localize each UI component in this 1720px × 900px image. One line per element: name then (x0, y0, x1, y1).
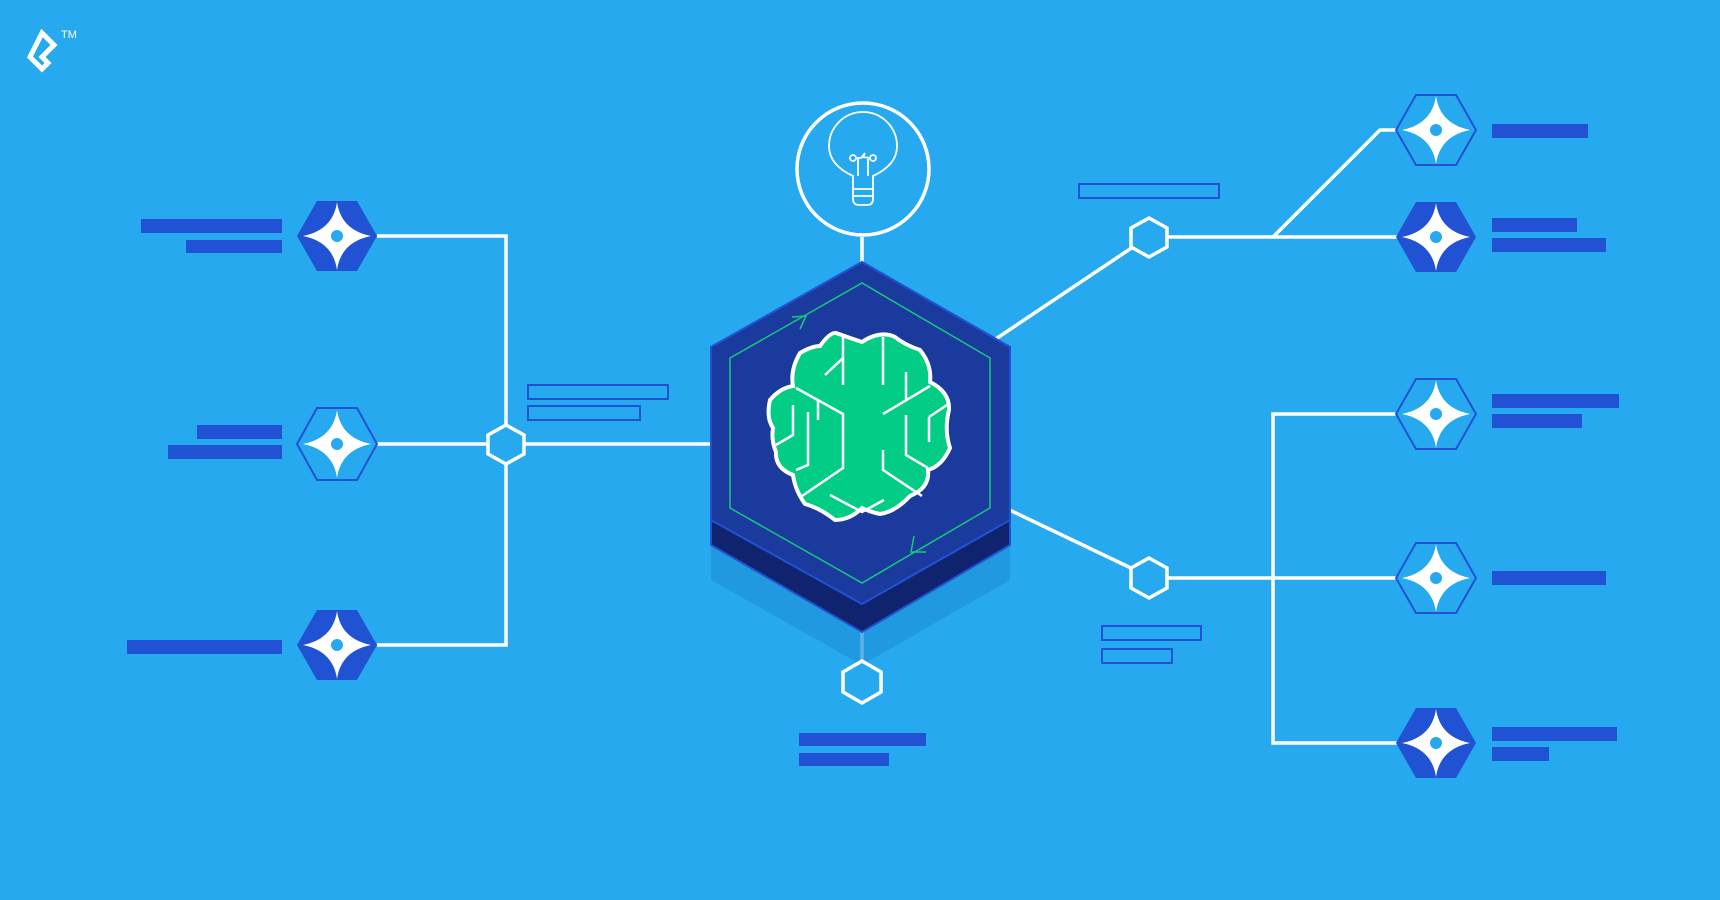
junction-hex-upper-right (1129, 215, 1169, 260)
toptal-logo (26, 28, 58, 73)
placeholder-text-bars (127, 124, 1619, 766)
left-node-1[interactable] (297, 201, 377, 271)
left-node-2[interactable] (295, 407, 379, 481)
cycle-arrow-icon (791, 315, 808, 330)
placeholder-outline-bars (527, 183, 1220, 664)
right-node-1[interactable] (1394, 94, 1478, 166)
trademark-label: TM (61, 29, 77, 41)
junction-hex-bottom (841, 658, 883, 706)
left-node-3[interactable] (297, 610, 377, 680)
brain-icon (766, 330, 953, 523)
junction-hex-left (486, 422, 526, 467)
junction-nodes (486, 215, 1169, 706)
right-node-4[interactable] (1394, 542, 1478, 614)
right-node-3[interactable] (1394, 378, 1478, 450)
right-node-5[interactable] (1396, 708, 1476, 778)
lightbulb-node[interactable] (795, 101, 931, 237)
junction-hex-lower-right (1129, 555, 1169, 601)
lightbulb-icon (828, 111, 898, 206)
cycle-arrow-icon-2 (910, 535, 926, 553)
right-node-2[interactable] (1396, 202, 1476, 272)
